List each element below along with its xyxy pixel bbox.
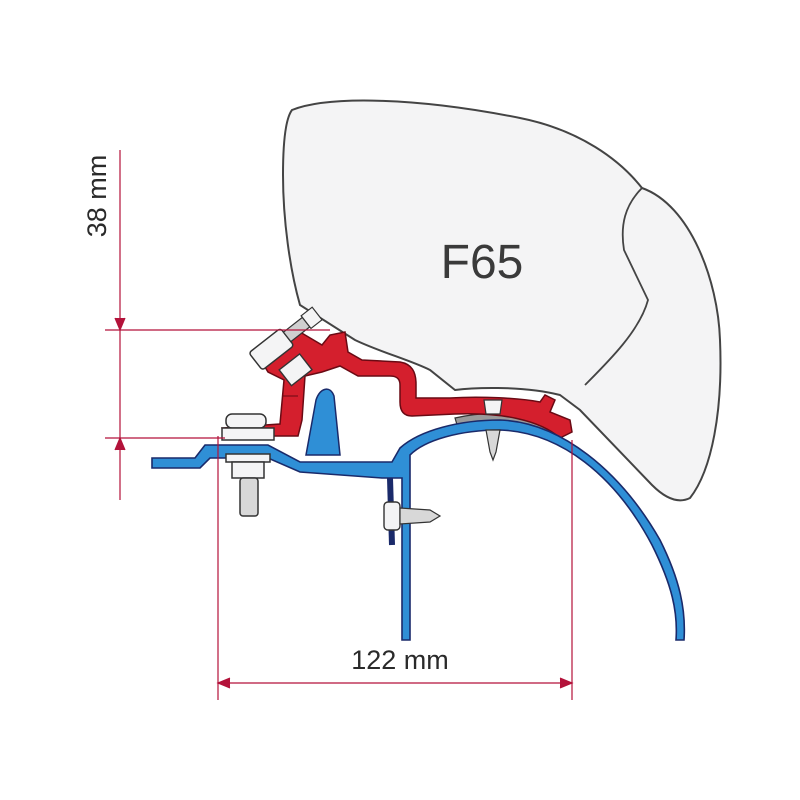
bolt-icon — [249, 306, 323, 370]
dimension-horizontal — [216, 436, 574, 700]
awning-housing: F65 — [281, 99, 722, 502]
dimension-vertical — [105, 150, 330, 500]
dimension-horizontal-label: 122 mm — [351, 645, 449, 675]
bolt-icon — [221, 413, 275, 517]
screw-icon — [483, 399, 503, 462]
model-label: F65 — [441, 236, 524, 289]
red-mounting-bracket — [220, 331, 573, 439]
nut-icon — [278, 352, 313, 387]
blue-wedge — [305, 388, 341, 456]
screw-icon — [383, 501, 442, 531]
vehicle-roof-profile — [151, 419, 686, 641]
dimension-vertical-label: 38 mm — [82, 155, 112, 238]
